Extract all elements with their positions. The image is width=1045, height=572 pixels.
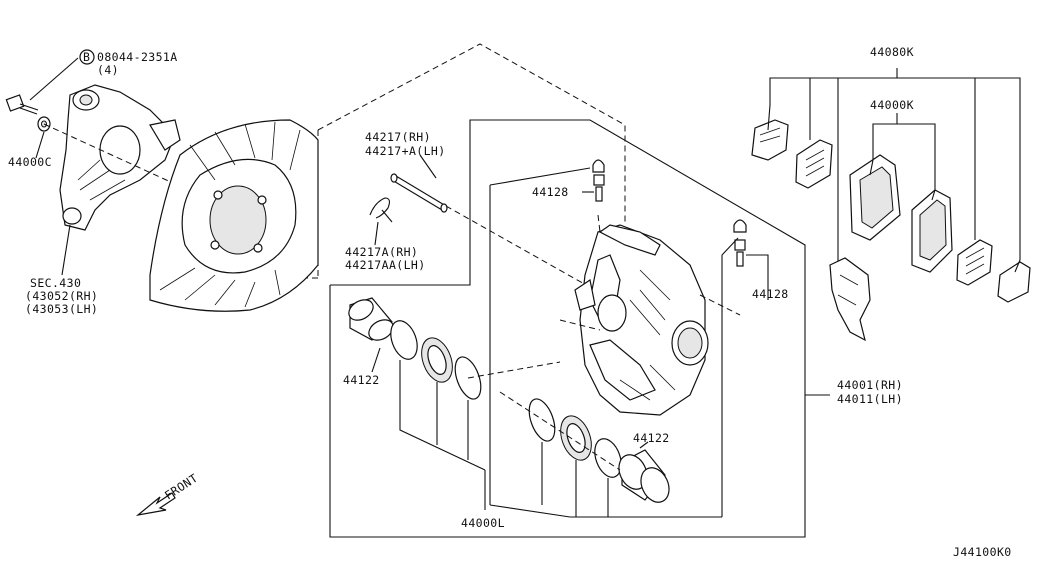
piston-right [618, 449, 670, 503]
label-bleeder-top: 44128 [532, 185, 569, 199]
bleeder-screw-right [733, 219, 747, 267]
leader-line [489, 504, 571, 518]
pin-clip [369, 197, 393, 223]
label-caliper-rh: 44001(RH) [837, 378, 903, 392]
caliper-body [574, 224, 709, 416]
label-seal-kit: 44000L [461, 516, 505, 530]
dust-shield [149, 119, 319, 312]
label-clip-lh: 44217AA(LH) [345, 258, 426, 272]
label-front: FRONT [162, 471, 200, 503]
piston-boot-left [390, 320, 418, 360]
exploded-region-outline [317, 43, 626, 225]
piston-seal-right [560, 415, 592, 461]
pad-shim-right [956, 239, 993, 286]
o-ring-right [528, 398, 556, 442]
label-piston-left: 44122 [343, 373, 380, 387]
bleeder-screw-top [592, 159, 605, 202]
label-bolt-qty: (4) [97, 63, 119, 77]
label-caliper-lh: 44011(LH) [837, 392, 903, 406]
dash-line [559, 319, 601, 331]
dash-line [699, 294, 741, 316]
pad-shim-left [795, 139, 833, 189]
leader-line [746, 254, 769, 300]
label-diagram-code: J44100K0 [953, 545, 1012, 559]
label-pin-rh: 44217(RH) [365, 130, 431, 144]
leader-line [61, 224, 71, 276]
label-pad-kit: 44080K [870, 45, 914, 59]
pad-shim-outer-right [997, 261, 1031, 303]
leader-line [419, 154, 437, 179]
leader-line [35, 131, 45, 159]
dash-line [499, 391, 621, 471]
leader-line [399, 360, 486, 471]
label-clip-rh: 44217A(RH) [345, 245, 418, 259]
bolt-marker-text: B [83, 50, 90, 64]
label-sec-lh: (43053(LH) [25, 302, 98, 316]
leader-line [489, 167, 591, 186]
leader-line [371, 347, 381, 373]
label-pad-set: 44000K [870, 98, 914, 112]
piston-left [348, 297, 394, 341]
leader-line [721, 237, 739, 256]
brake-pad-outer [911, 189, 953, 273]
guide-pin [390, 173, 448, 213]
leader-line [29, 57, 79, 101]
caliper-group-box [329, 119, 806, 538]
label-bleeder-right: 44128 [752, 287, 789, 301]
steering-knuckle [59, 84, 181, 231]
label-bolt-code: 08044-2351A [97, 50, 178, 64]
leader-line [639, 441, 649, 449]
dash-line [445, 205, 596, 291]
brake-pad-inner [849, 154, 901, 241]
label-sec-main: SEC.430 [30, 276, 81, 290]
pad-retainer-clip [829, 257, 871, 342]
piston-seal-left [421, 337, 453, 383]
pad-shim-outer-left [751, 119, 789, 161]
dash-line [467, 361, 561, 379]
leader-line [374, 221, 379, 246]
bolt-icon [5, 94, 39, 115]
label-sec-rh: (43052(RH) [25, 289, 98, 303]
dash-line [597, 214, 601, 233]
label-washer: 44000C [8, 155, 52, 169]
front-arrow-icon [135, 492, 176, 516]
pad-kit-bracket [769, 77, 1021, 260]
pad-set-bracket [872, 123, 936, 190]
label-pin-lh: 44217+A(LH) [365, 144, 446, 158]
bolt-marker-icon: B [79, 49, 95, 65]
piston-boot-right [594, 438, 622, 478]
label-piston-right: 44122 [633, 431, 670, 445]
